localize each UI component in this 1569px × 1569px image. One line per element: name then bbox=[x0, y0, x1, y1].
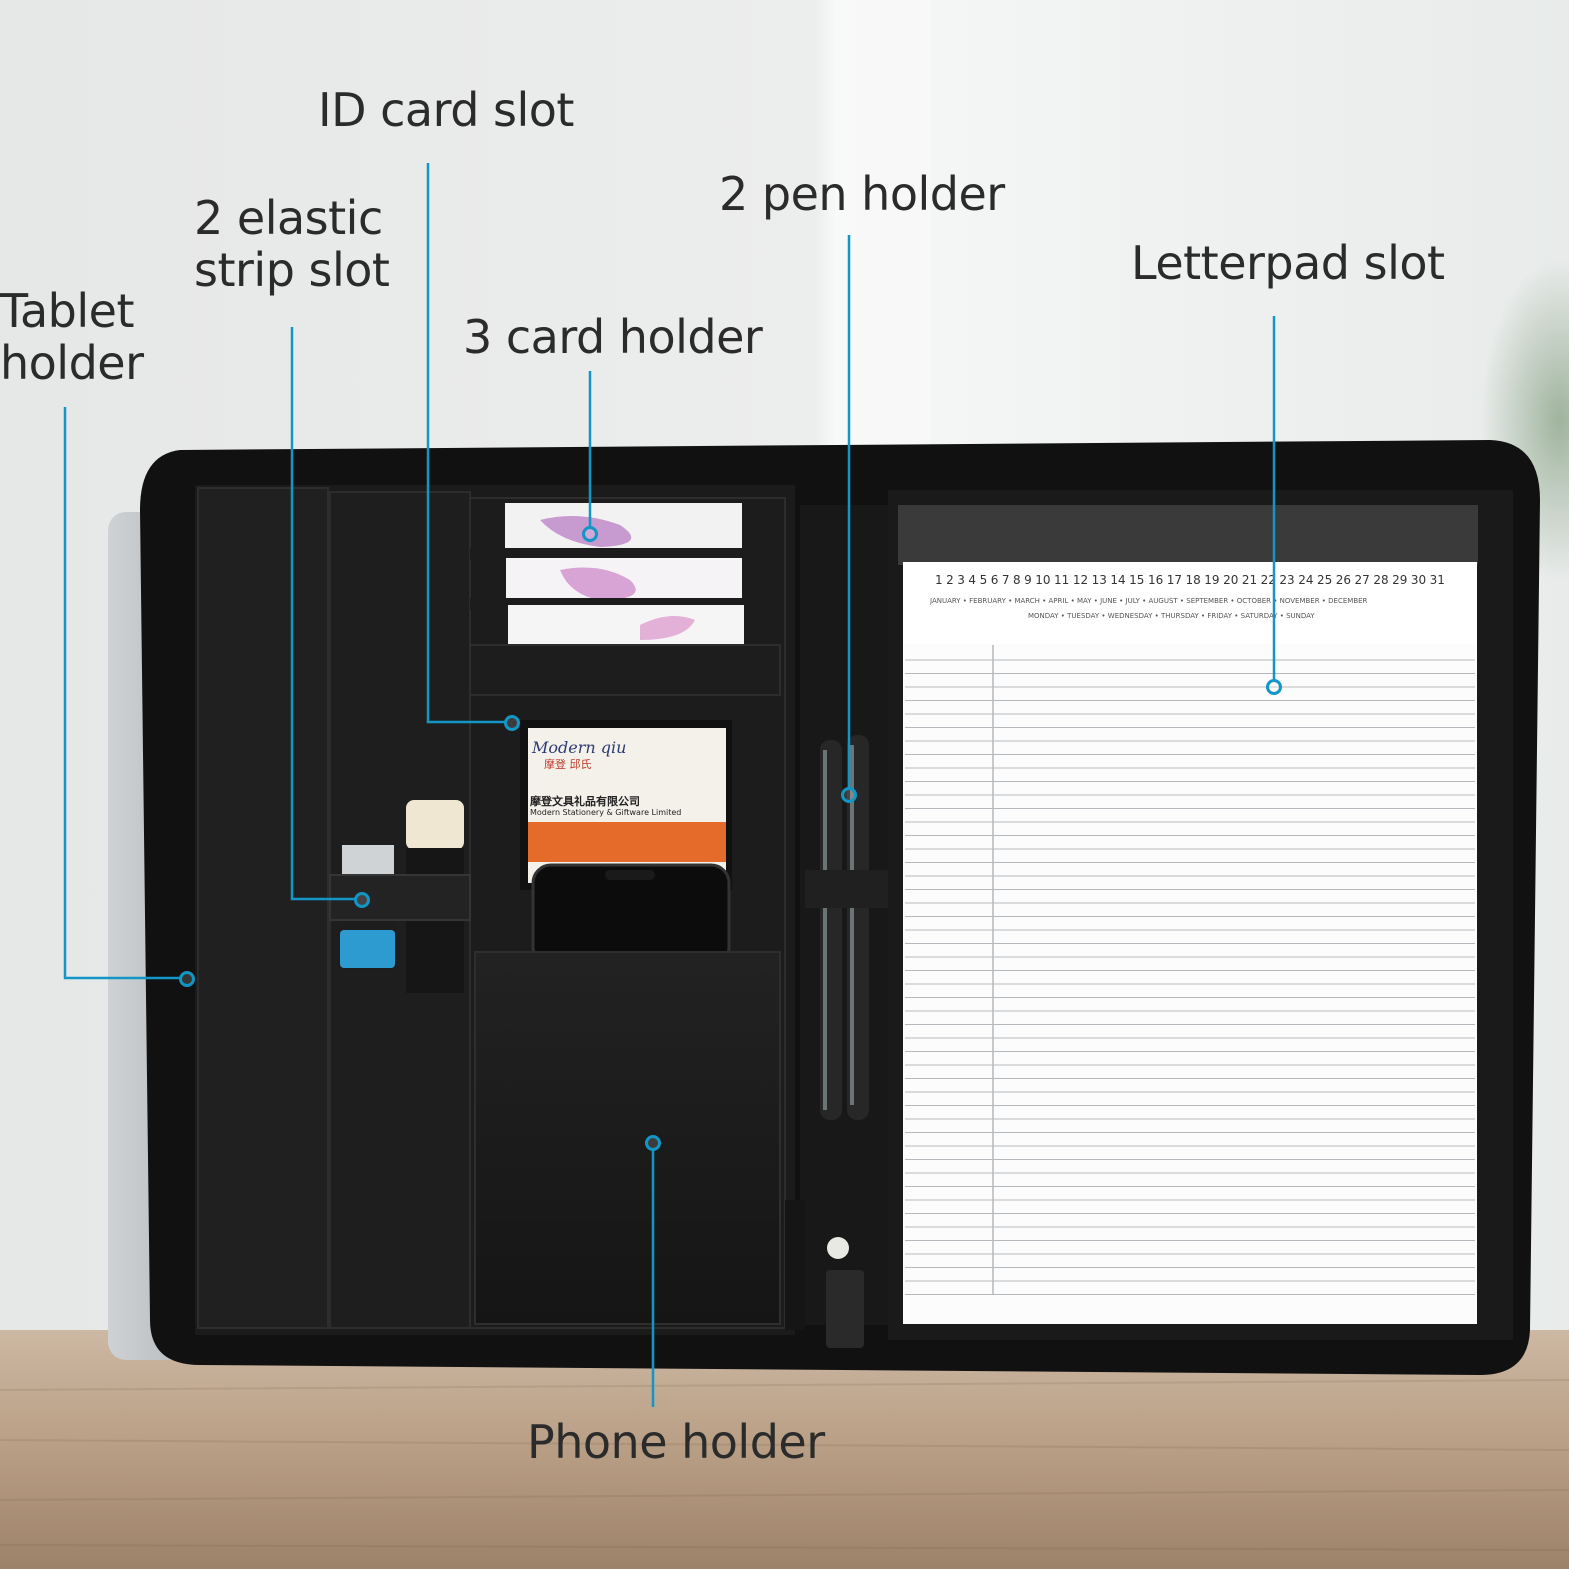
letterpad-day: 5 bbox=[979, 573, 988, 587]
letterpad-day: 31 bbox=[1429, 573, 1445, 587]
letterpad-weekdays: MONDAY • TUESDAY • WEDNESDAY • THURSDAY … bbox=[1028, 612, 1315, 620]
letterpad-day: 22 bbox=[1260, 573, 1276, 587]
letterpad-day: 6 bbox=[990, 573, 999, 587]
label-pen-holder: 2 pen holder bbox=[719, 167, 1005, 221]
pens bbox=[820, 735, 869, 1120]
card-3 bbox=[508, 605, 744, 647]
letterpad-day: 16 bbox=[1147, 573, 1164, 587]
label-tablet-holder: Tablet holder bbox=[0, 285, 144, 389]
business-card-en-company: Modern Stationery & Giftware Limited bbox=[530, 808, 682, 817]
letterpad-day: 23 bbox=[1279, 573, 1295, 587]
label-tablet-line-1: Tablet bbox=[0, 284, 134, 338]
business-card-brand: Modern qiu bbox=[532, 738, 627, 757]
label-elastic-line-1: 2 elastic bbox=[194, 191, 383, 245]
label-elastic-line-2: strip slot bbox=[194, 243, 390, 297]
letterpad-day: 19 bbox=[1204, 573, 1220, 587]
letterpad-day: 30 bbox=[1410, 573, 1427, 587]
letterpad-day: 10 bbox=[1035, 573, 1051, 587]
label-tablet-line-2: holder bbox=[0, 336, 144, 390]
letterpad-day: 15 bbox=[1129, 573, 1145, 587]
letterpad-day: 4 bbox=[968, 573, 977, 587]
letterpad-day: 8 bbox=[1012, 573, 1021, 587]
letterpad-day: 9 bbox=[1024, 573, 1032, 587]
letterpad-day: 1 bbox=[935, 573, 943, 587]
letterpad-months: JANUARY • FEBRUARY • MARCH • APRIL • MAY… bbox=[930, 597, 1368, 605]
letterpad-day: 7 bbox=[1001, 573, 1010, 587]
label-elastic-strip-slot: 2 elastic strip slot bbox=[194, 191, 390, 297]
letterpad-day: 27 bbox=[1354, 573, 1370, 587]
letterpad-day: 14 bbox=[1110, 573, 1126, 587]
label-phone-holder: Phone holder bbox=[527, 1415, 825, 1469]
letterpad-day: 24 bbox=[1298, 573, 1314, 587]
letterpad-day: 11 bbox=[1054, 573, 1070, 587]
label-id-card-slot: ID card slot bbox=[318, 83, 574, 137]
letterpad-day: 29 bbox=[1392, 573, 1408, 587]
usb-drive-2 bbox=[406, 800, 464, 850]
elastic-strip bbox=[329, 874, 471, 921]
label-card-holder: 3 card holder bbox=[463, 310, 763, 364]
letterpad-day: 28 bbox=[1373, 573, 1389, 587]
letterpad-day: 26 bbox=[1335, 573, 1352, 587]
pen-loop-strip bbox=[800, 505, 890, 1325]
business-card-cn-company: 摩登文具礼品有限公司 bbox=[530, 795, 640, 808]
phone-pocket bbox=[474, 951, 781, 1325]
business-card-cn-brand: 摩登 邱氏 bbox=[544, 758, 592, 771]
letterpad-day: 2 bbox=[946, 573, 954, 587]
letterpad-day: 12 bbox=[1072, 573, 1089, 587]
letterpad-day: 25 bbox=[1316, 573, 1333, 587]
letterpad-day: 3 bbox=[957, 573, 965, 587]
letterpad-day: 13 bbox=[1091, 573, 1107, 587]
letterpad-day: 21 bbox=[1241, 573, 1258, 587]
label-letterpad-slot: Letterpad slot bbox=[1131, 236, 1445, 290]
letterpad-day: 17 bbox=[1166, 573, 1183, 587]
letterpad-slot bbox=[898, 505, 1478, 565]
letterpad-day: 18 bbox=[1185, 573, 1201, 587]
letterpad-day: 20 bbox=[1223, 573, 1239, 587]
